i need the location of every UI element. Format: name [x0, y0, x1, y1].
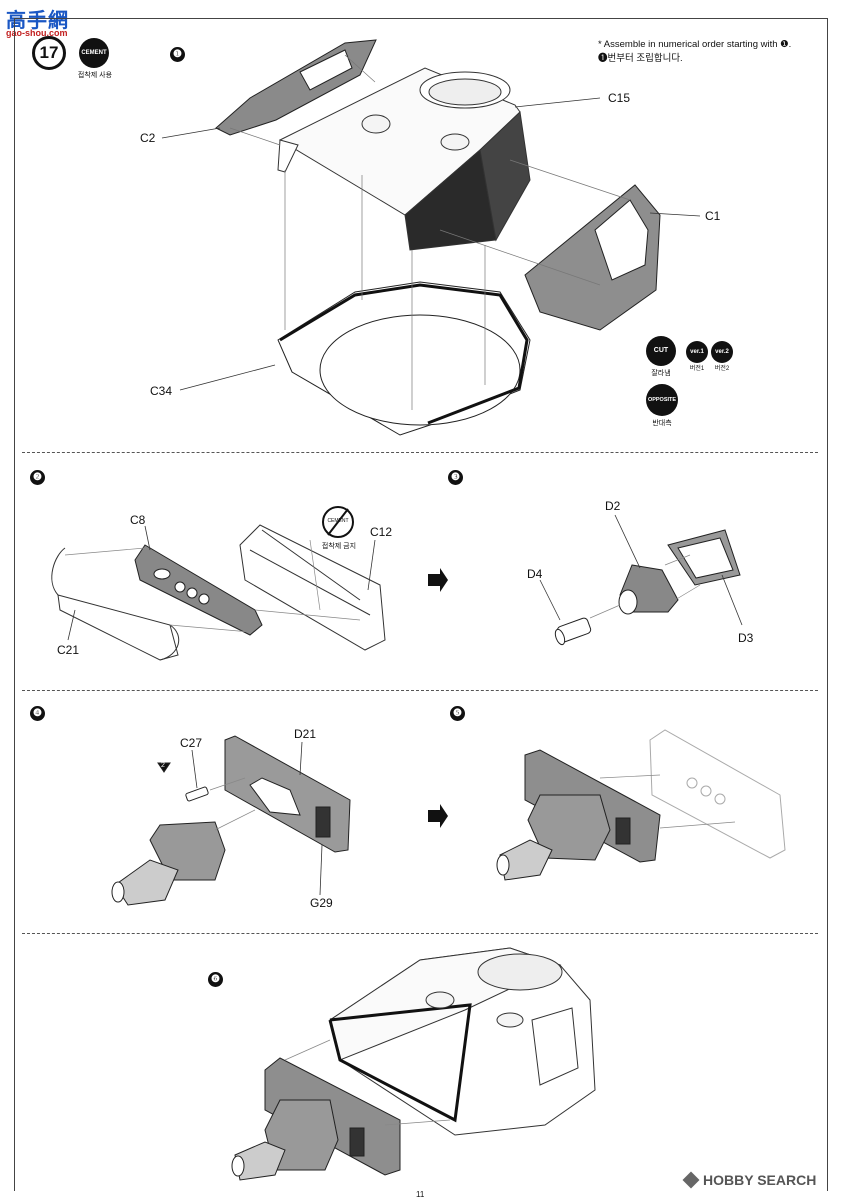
no-cement-icon	[322, 506, 354, 538]
page-frame	[14, 18, 828, 1191]
guide-lines	[589, 554, 701, 619]
step-2-marker: ❷	[30, 470, 45, 485]
turret-assembly-step6	[328, 947, 596, 1136]
label-c2: C2	[140, 131, 156, 145]
label-c27: C27	[180, 736, 203, 750]
assembly-note: * Assemble in numerical order starting w…	[598, 38, 791, 66]
label-c21: C21	[57, 643, 80, 657]
opposite-caption: 반대측	[652, 420, 672, 427]
footer-brand-text: HOBBY SEARCH	[703, 1172, 817, 1188]
ver2-caption: 버전2	[714, 366, 730, 372]
note-korean: ❶번부터 조립합니다.	[598, 53, 683, 64]
step-number-badge: 17	[32, 36, 66, 70]
part-d21	[224, 735, 351, 853]
footer-brand: HOBBY SEARCH	[682, 1171, 817, 1189]
step-1-marker: ❶	[170, 47, 185, 62]
label-d4: D4	[527, 567, 543, 581]
part-c27	[157, 762, 209, 802]
no-cement-caption: 접착제 금지	[321, 543, 357, 550]
note-english: * Assemble in numerical order starting w…	[598, 39, 792, 50]
ver1-caption: 버전1	[689, 366, 705, 372]
cut-caption: 잘라냄	[651, 370, 671, 377]
turret-upper-c15	[277, 67, 531, 251]
ver1-label: ver.1	[690, 349, 704, 355]
step-6-marker: ❻	[208, 972, 223, 987]
label-d21: D21	[294, 727, 317, 741]
step-number: 17	[39, 43, 59, 62]
cut-icon: CUT	[646, 336, 676, 366]
opposite-label: OPPOSITE	[647, 397, 677, 403]
cement-icon: CEMENT	[79, 38, 109, 68]
part-d3	[667, 529, 741, 586]
label-c12: C12	[370, 525, 393, 539]
watermark-logo: 高手網	[6, 10, 69, 32]
ver2-icon: ver.2	[711, 341, 733, 363]
step-5-marker: ❺	[450, 706, 465, 721]
ver2-label: ver.2	[715, 349, 729, 355]
section-divider	[22, 690, 818, 691]
hobby-search-icon	[682, 1171, 700, 1189]
part-c8-frame-step5	[649, 729, 786, 859]
guide-lines	[599, 774, 736, 829]
label-c27-count: 2	[161, 762, 165, 769]
opposite-icon: OPPOSITE	[646, 384, 678, 416]
label-d2: D2	[605, 499, 621, 513]
mantlet-assembly-step5	[496, 749, 661, 881]
next-step-arrow	[428, 568, 448, 592]
plate-c1	[524, 184, 661, 331]
part-d4	[554, 617, 592, 646]
label-leaders	[67, 97, 743, 896]
section-divider	[22, 933, 818, 934]
step-3-marker: ❸	[448, 470, 463, 485]
guide-lines	[229, 54, 631, 410]
cement-caption: 접착제 사용	[77, 72, 113, 79]
next-step-arrow	[428, 804, 448, 828]
part-c8	[134, 544, 263, 636]
part-c21	[51, 547, 180, 661]
step-4-marker: ❹	[30, 706, 45, 721]
plate-c2	[215, 39, 377, 136]
page-number: 11	[416, 1190, 425, 1199]
ver1-icon: ver.1	[686, 341, 708, 363]
cut-label: CUT	[653, 347, 669, 354]
mantlet-assembly-step6	[231, 1057, 401, 1181]
watermark-url: gao-shou.com	[6, 28, 68, 38]
section-divider	[22, 452, 818, 453]
label-d3: D3	[738, 631, 754, 645]
turret-ring-c34	[277, 281, 531, 436]
no-cement-label: CEMENT	[327, 518, 349, 524]
label-c1: C1	[705, 209, 721, 223]
cement-label: CEMENT	[81, 50, 107, 56]
guide-lines	[209, 777, 256, 831]
guide-lines	[284, 1039, 451, 1126]
label-c8: C8	[130, 513, 146, 527]
part-d2	[618, 564, 679, 615]
label-c34: C34	[150, 384, 173, 398]
guide-lines	[64, 539, 361, 633]
label-c15: C15	[608, 91, 631, 105]
label-g29: G29	[310, 896, 333, 910]
mantlet-assembly	[111, 821, 226, 906]
